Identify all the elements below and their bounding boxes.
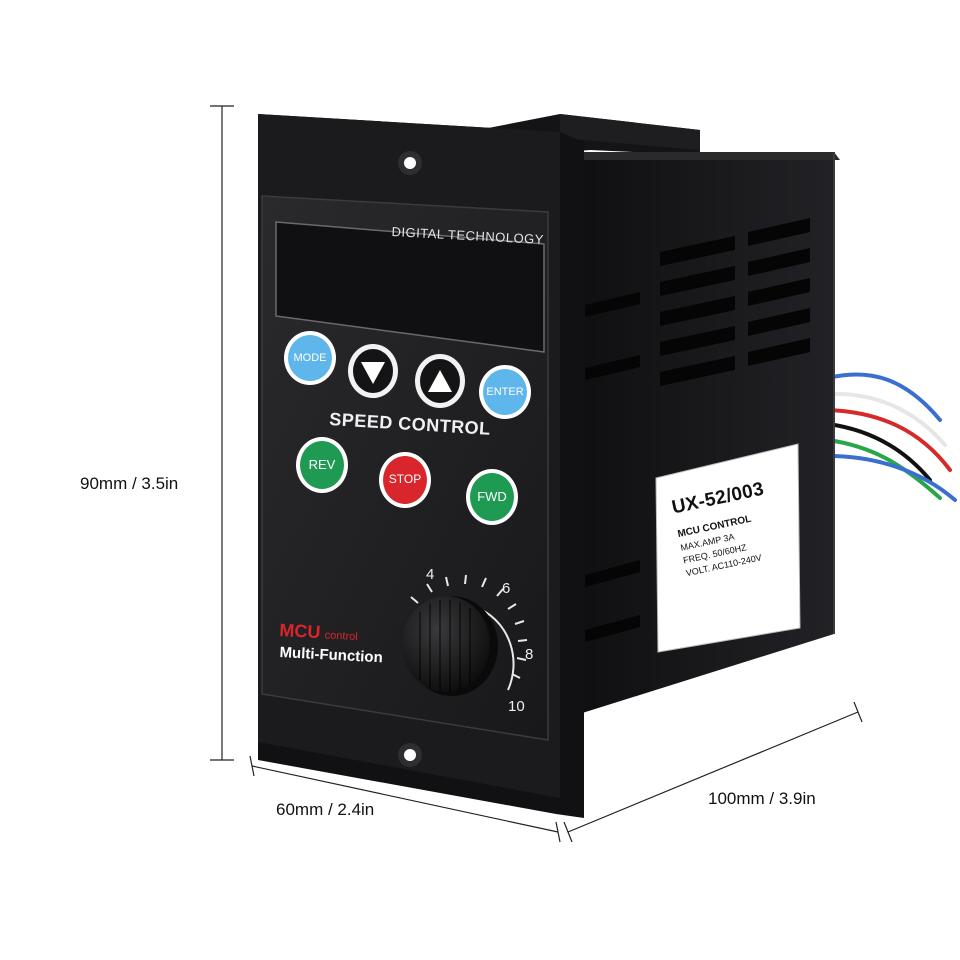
- dimension-lines: [210, 105, 863, 843]
- up-arrow-button[interactable]: [415, 354, 465, 408]
- depth-dimension-label: 100mm / 3.9in: [708, 789, 816, 808]
- mode-button[interactable]: MODE: [293, 352, 327, 364]
- knob-scale-8: 8: [525, 646, 534, 663]
- down-arrow-button[interactable]: [348, 344, 398, 398]
- knob-scale-4: 4: [426, 566, 435, 583]
- rev-button[interactable]: REV: [308, 457, 336, 472]
- mode-button-shape: [284, 331, 336, 385]
- rev-button-shape: [296, 437, 348, 493]
- brand-control: control: [324, 629, 359, 644]
- down-arrow-button-shape: [348, 344, 398, 398]
- height-dimension-label: 90mm / 3.5in: [80, 474, 179, 493]
- brand-mcu: MCU: [278, 620, 321, 643]
- up-arrow-button-shape: [415, 354, 465, 408]
- enter-button-shape: [479, 365, 531, 419]
- wires: [826, 372, 957, 502]
- fwd-button[interactable]: FWD: [477, 489, 507, 504]
- knob-scale-6: 6: [502, 580, 511, 597]
- stop-button[interactable]: STOP: [388, 472, 422, 486]
- fwd-button-shape: [466, 469, 518, 525]
- width-dimension-label: 60mm / 2.4in: [276, 800, 375, 819]
- side-vents: [585, 218, 810, 642]
- enter-button[interactable]: ENTER: [486, 386, 524, 398]
- speed-knob: [402, 596, 498, 696]
- knob-scale-10: 10: [508, 698, 525, 715]
- brand-mcu-text: MCU control: [279, 620, 358, 645]
- stop-button-shape: [379, 452, 431, 508]
